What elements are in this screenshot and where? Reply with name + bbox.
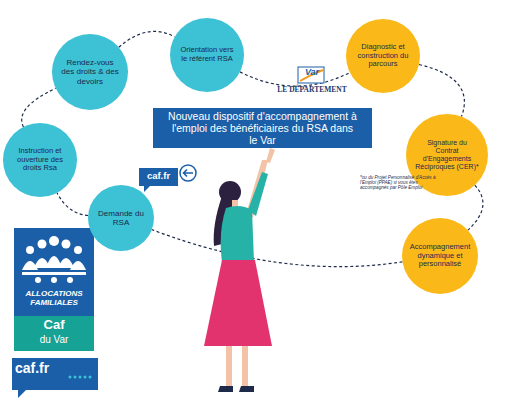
step-text: Demande du RSA — [95, 209, 147, 227]
step-text: Accompagnement dynamique et personnalisé — [410, 243, 470, 269]
logo-text: Var — [301, 68, 323, 78]
dashed-connector — [468, 185, 483, 230]
logo-text: caf.fr — [15, 361, 71, 376]
logo-text: Caf — [15, 318, 93, 332]
step-circle: Orientation vers le référent RSA — [170, 18, 244, 92]
caf-fr-dots — [69, 376, 92, 379]
dashed-connector — [22, 88, 56, 127]
caf-logo-blue — [14, 228, 94, 316]
logo-text: du Var — [15, 334, 93, 345]
dashed-connector — [119, 31, 175, 47]
arrow-icon — [180, 165, 196, 181]
step-text: Rendez-vous des droits & des devoirs — [60, 58, 120, 86]
step-circle: Demande du RSA — [88, 185, 154, 251]
step-text: Instruction et ouverture des droits Rsa — [11, 147, 69, 173]
step-circle: Signature du Contrat d'Engagements Récip… — [406, 114, 488, 196]
dashed-connector — [57, 193, 88, 216]
caf-logo-teal — [14, 316, 94, 351]
title-text: Nouveau dispositif d'accompagnement à l'… — [167, 110, 358, 146]
title-band: Nouveau dispositif d'accompagnement à l'… — [153, 108, 372, 148]
step-text: Signature du Contrat d'Engagements Récip… — [415, 139, 479, 171]
logo-text: *ou du Projet Personnalisé d'Accès à l'E… — [360, 175, 444, 190]
family-figures — [22, 236, 86, 283]
step-text: Orientation vers le référent RSA — [178, 46, 236, 63]
step-circle: Instruction et ouverture des droits Rsa — [3, 123, 77, 197]
dashed-connector — [419, 65, 464, 117]
step-circle: Rendez-vous des droits & des devoirs — [52, 34, 128, 110]
dashed-connector — [152, 230, 403, 267]
logo-text: caf.fr — [139, 171, 178, 181]
step-circle: Accompagnement dynamique et personnalisé — [402, 218, 478, 294]
woman-figure — [204, 148, 275, 392]
var-logo-frame — [298, 67, 324, 83]
logo-text: ALLOCATIONS FAMILIALES — [15, 290, 93, 308]
arrow-icon-head — [184, 170, 194, 177]
logo-text: LE DÉPARTEMENT — [272, 86, 352, 94]
step-text: Diagnostic et construction du parcours — [354, 43, 412, 69]
step-circle: Diagnostic et construction du parcours — [346, 19, 420, 93]
caf-fr-logo — [12, 358, 98, 398]
caf-bubble — [139, 168, 178, 192]
dashed-connector — [240, 72, 350, 86]
